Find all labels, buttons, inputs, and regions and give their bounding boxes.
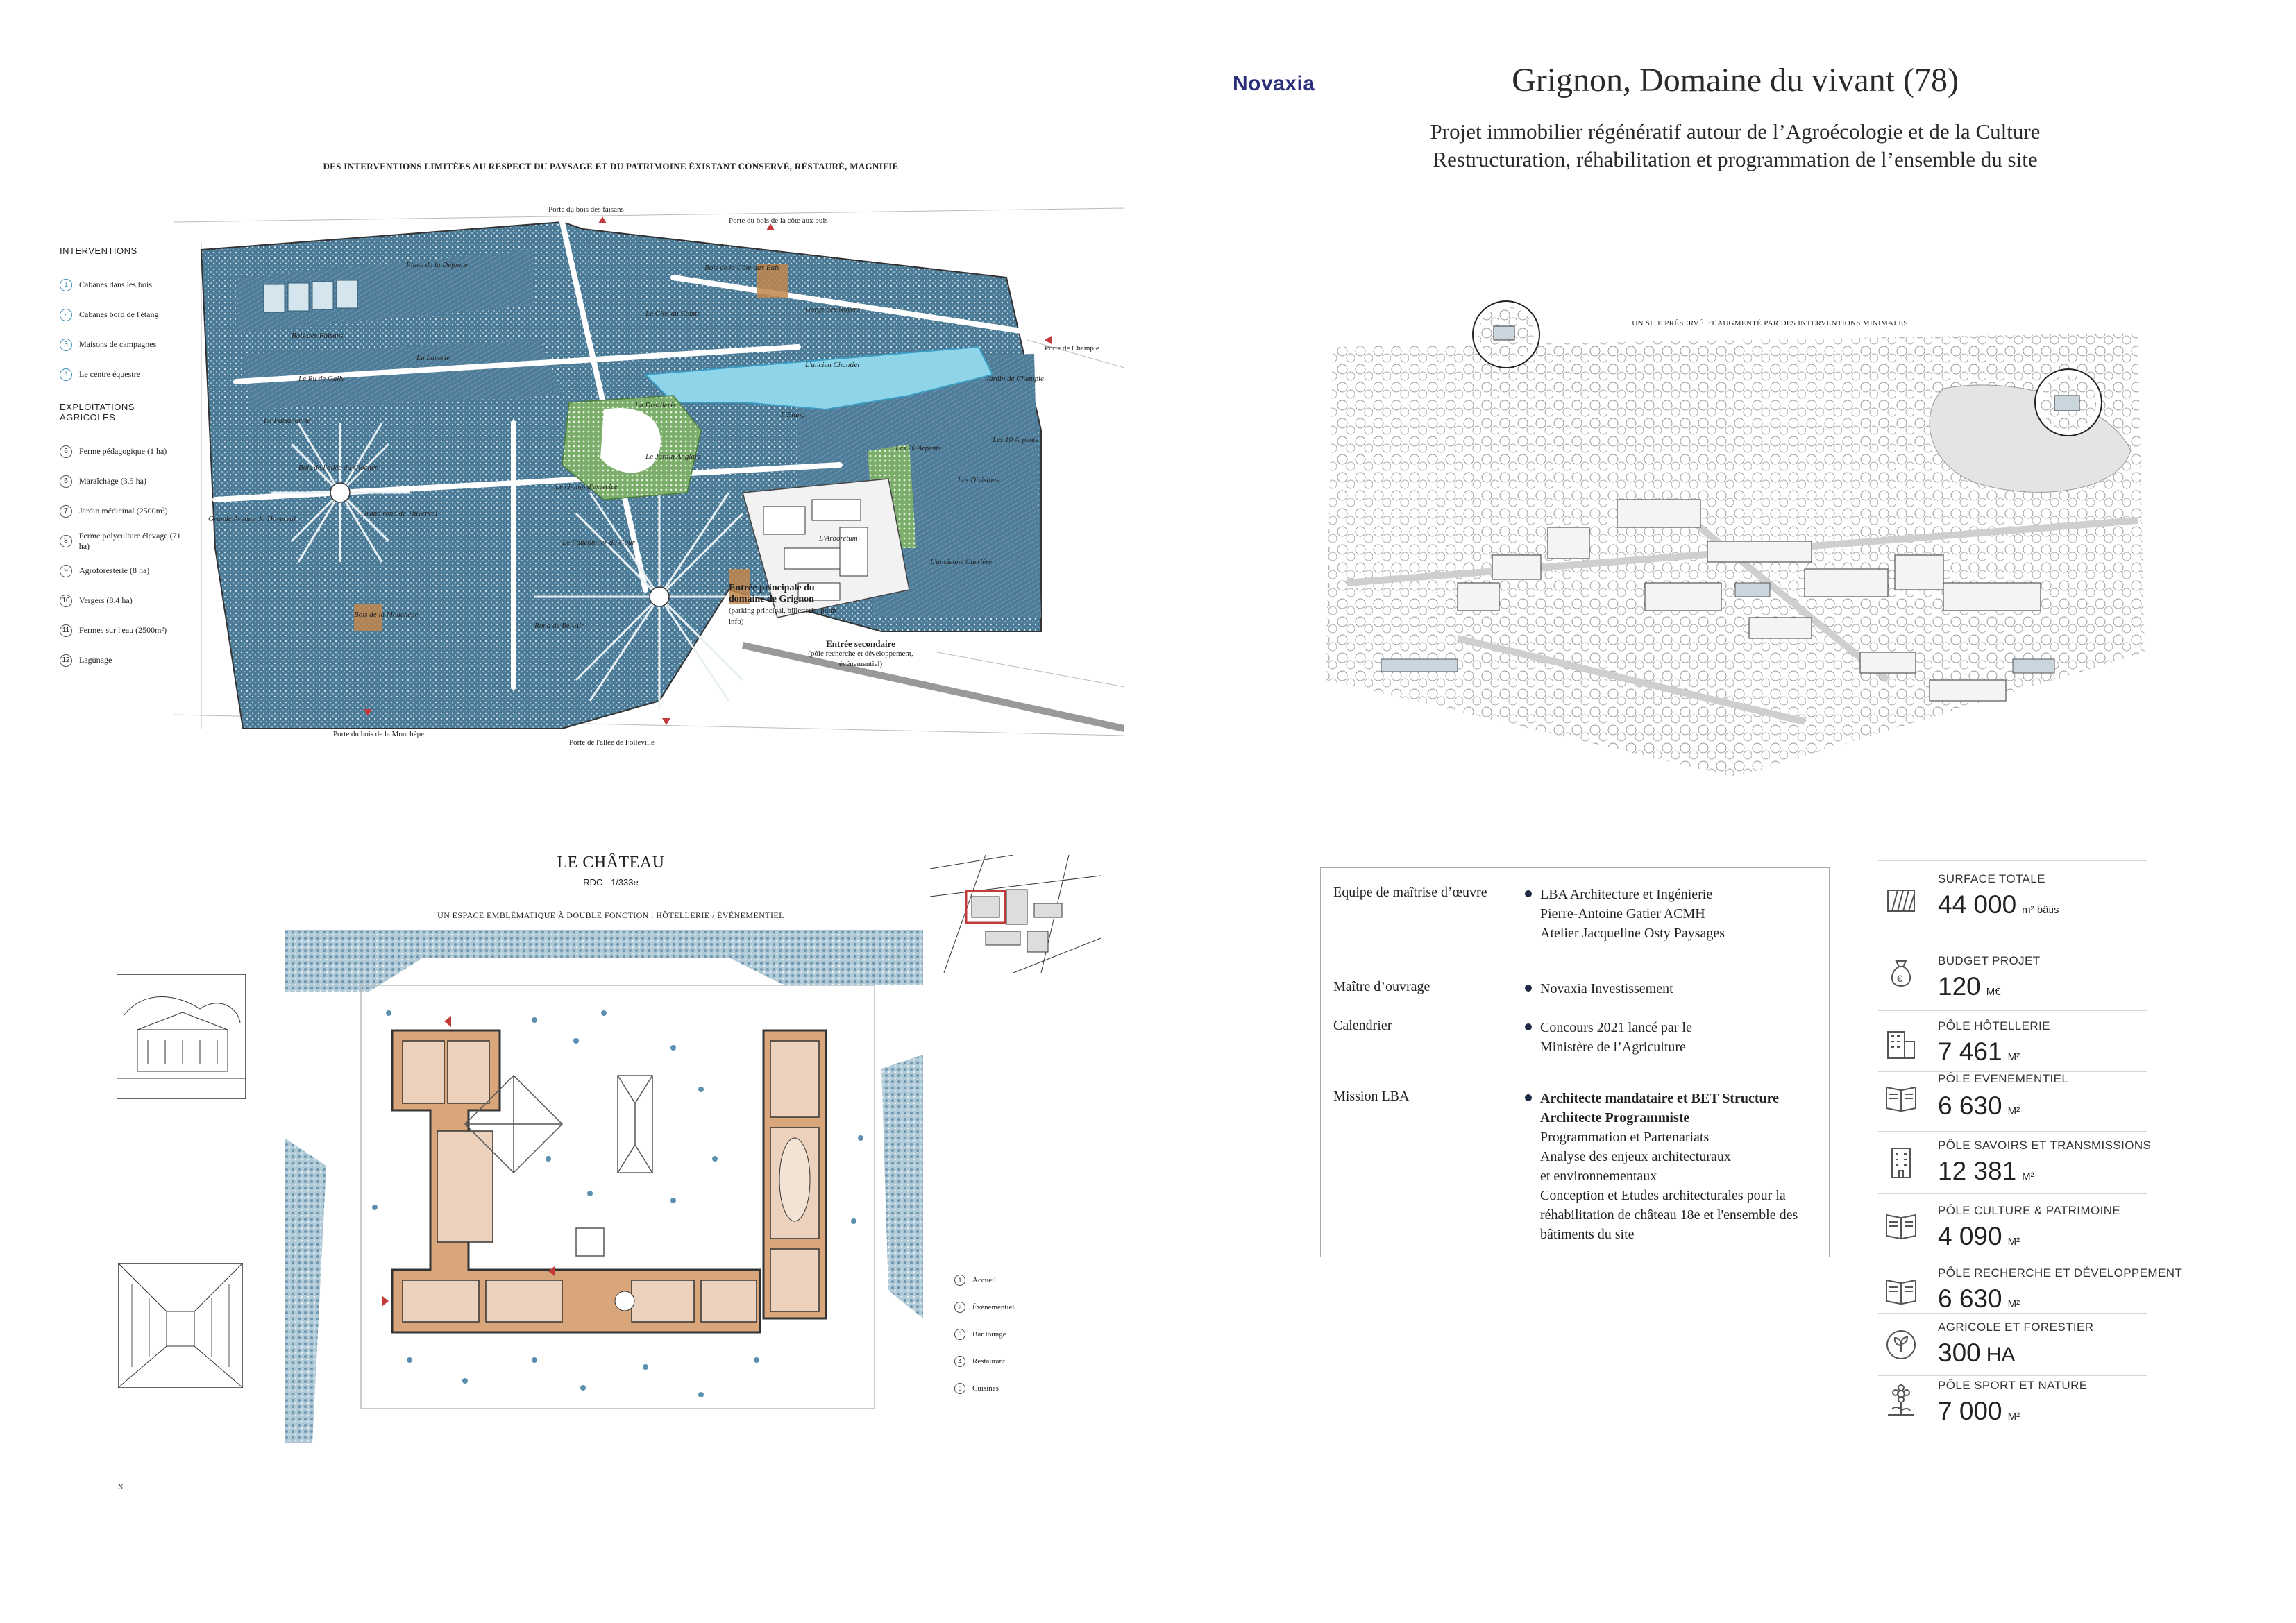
bullet-icon — [1525, 1094, 1532, 1101]
map-place-label: Le Jardin Anglais — [645, 452, 700, 461]
main-entry-label: Entrée principale du domaine de Grignon … — [729, 583, 836, 626]
gate-cote-buis-label: Porte du bois de la côte aux buis — [729, 216, 828, 225]
page-subtitle: Projet immobilier régénératif autour de … — [1319, 118, 2152, 173]
chateau-title: LE CHÂTEAU — [557, 853, 665, 872]
hotel-icon — [1887, 1031, 1915, 1059]
book-icon — [1886, 1279, 1916, 1305]
aerial-caption: UN SITE PRÉSERVÉ ET AUGMENTÉ PAR DES INT… — [1632, 319, 1908, 328]
map-place-label: Bois des Faisans — [292, 332, 344, 340]
map-place-label: Rond de Bel-Air — [534, 622, 584, 630]
chateau-floor-plan — [285, 930, 923, 1443]
map-place-label: Le champ d'exercice — [555, 483, 618, 491]
map-place-label: Bois de l'allée du Clocher — [298, 464, 378, 472]
chateau-locator-map — [930, 855, 1101, 973]
map-place-label: Bois de la Côte aux Buis — [704, 264, 780, 272]
legend-exploitations-title: EXPLOITATIONS AGRICOLES — [60, 402, 135, 423]
site-map — [174, 207, 1124, 736]
map-place-label: Le Fauconnier du Gour — [562, 538, 635, 547]
map-place-label: L'Étang — [781, 411, 805, 419]
bullet-icon — [1525, 1023, 1532, 1030]
book-icon — [1886, 1086, 1916, 1112]
map-place-label: Gorge des Noyers — [805, 305, 861, 314]
chateau-facade-sketch — [117, 974, 246, 1099]
gate-champie-label: Porte de Champie — [1045, 344, 1099, 352]
map-place-label: Grande Avenue de Thiverval — [208, 515, 296, 523]
map-place-label: Les Divisions — [958, 476, 999, 484]
page-title: Grignon, Domaine du vivant (78) — [1512, 62, 1959, 99]
north-mark: N — [118, 1484, 124, 1491]
map-place-label: Les 10 Arpents — [993, 436, 1038, 444]
money-bag-icon: € — [1891, 960, 1911, 987]
subtitle-line-1: Projet immobilier régénératif autour de … — [1430, 119, 2041, 144]
subtitle-line-2: Restructuration, réhabilitation et progr… — [1433, 147, 2038, 171]
gate-mouchepe-label: Porte du bois de la Mouchèpe — [333, 730, 425, 738]
map-place-label: Le Clos au Comte — [645, 309, 701, 318]
map-place-label: Place de la Défonce — [406, 261, 468, 269]
map-place-label: La Distillerie — [635, 401, 676, 409]
map-place-label: Les 26 Arpents — [895, 444, 941, 452]
bullet-icon — [1525, 890, 1532, 897]
flower-icon — [1888, 1384, 1914, 1416]
brand-logo: Novaxia — [1233, 72, 1315, 95]
chateau-scale: RDC - 1/333e — [583, 877, 639, 887]
aerial-view — [1326, 300, 2145, 777]
map-place-label: L'Arboretum — [819, 534, 858, 543]
legend-interventions-title: INTERVENTIONS — [60, 246, 137, 256]
map-place-label: Jardin de Champie — [986, 375, 1044, 383]
chateau-caption: UN ESPACE EMBLÉMATIQUE À DOUBLE FONCTION… — [437, 910, 784, 920]
gate-faisans-label: Porte du bois des faisans — [548, 205, 624, 214]
chateau-interior-sketch — [118, 1263, 243, 1388]
gate-folleville-label: Porte de l'allée de Folleville — [569, 738, 655, 747]
map-place-label: Grand rond de Thiverval — [361, 509, 437, 518]
leaf-icon — [1886, 1330, 1916, 1359]
map-place-label: La Faisanderie — [264, 416, 311, 425]
map-place-label: La Laverie — [416, 354, 450, 362]
map-place-label: Bois de la Mouchèpe — [354, 611, 419, 619]
svg-text:€: € — [1897, 973, 1902, 984]
book-icon — [1886, 1214, 1916, 1240]
map-caption: DES INTERVENTIONS LIMITÉES AU RESPECT DU… — [323, 161, 899, 171]
building-icon — [1891, 1148, 1911, 1178]
map-place-label: L'ancienne Carrière — [930, 558, 993, 566]
project-info-box: Equipe de maîtrise d’œuvre LBA Architect… — [1320, 867, 1830, 1257]
map-place-label: Le Ru de Gally — [298, 375, 345, 383]
bullet-icon — [1525, 985, 1532, 992]
secondary-entry-label: Entrée secondaire (pôle recherche et dév… — [808, 638, 913, 668]
map-place-label: L'ancien Chantier — [805, 361, 861, 369]
surface-icon — [1887, 890, 1915, 912]
